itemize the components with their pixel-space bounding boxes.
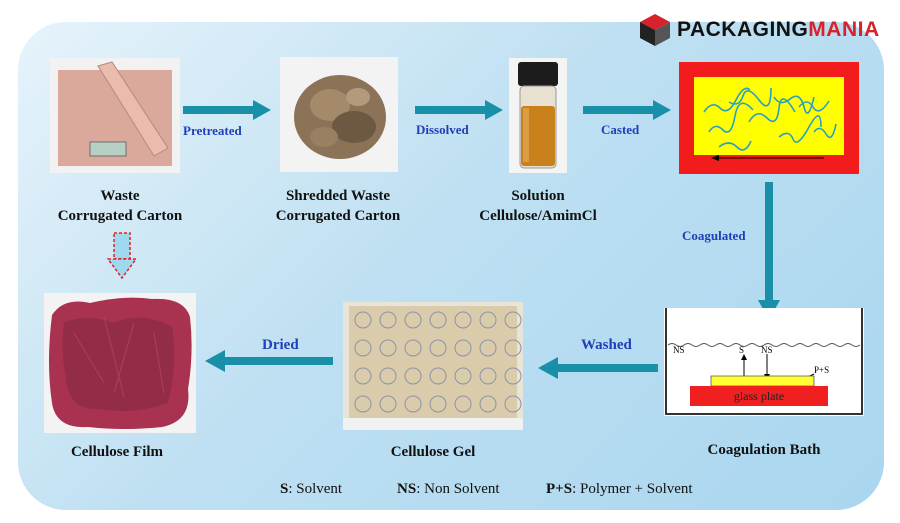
coagulated-arrow (758, 182, 780, 320)
shredded-caption: Shredded Waste Corrugated Carton (258, 186, 418, 226)
bath-ps-label: P+S (814, 365, 830, 375)
brand-name: PACKAGINGMANIA (677, 18, 880, 42)
solution-caption-line2: Cellulose/AmimCl (479, 208, 597, 224)
legend-non-solvent: NS: Non Solvent (397, 481, 500, 498)
waste-caption-line2: Corrugated Carton (57, 208, 183, 224)
cellulose-film-caption: Cellulose Film (70, 444, 164, 460)
legend-ns-value: : Non Solvent (416, 481, 500, 497)
dried-label: Dried (262, 337, 299, 353)
pretreated-arrow (183, 100, 271, 120)
cellulose-gel-image (343, 302, 523, 430)
coagulated-label: Coagulated (682, 228, 746, 243)
brand-logo: PACKAGINGMANIA (637, 12, 880, 48)
bath-glass-plate-label: glass plate (733, 389, 785, 403)
coagulation-bath-diagram (664, 308, 864, 416)
bath-s-label: S (739, 345, 745, 355)
legend-ps-value: : Polymer + Solvent (572, 481, 693, 497)
cellulose-gel-caption: Cellulose Gel (390, 444, 476, 460)
washed-label: Washed (581, 337, 632, 353)
solution-caption: Solution Cellulose/AmimCl (458, 186, 618, 226)
shredded-carton-image (280, 57, 398, 172)
casted-label: Casted (601, 122, 640, 137)
dissolved-arrow (415, 100, 503, 120)
solution-vial-image (509, 58, 567, 173)
legend-ps-key: P+S (546, 481, 573, 497)
solution-caption-line1: Solution (511, 188, 565, 204)
dashed-down-arrow (107, 232, 137, 280)
cube-logo-icon (640, 14, 670, 46)
dissolved-label: Dissolved (416, 122, 469, 137)
brand-part2: MANIA (808, 18, 880, 41)
brand-part1: PACKAGING (677, 18, 809, 41)
legend-polymer-solvent: P+S: Polymer + Solvent (546, 481, 693, 498)
legend-s-value: : Solvent (288, 481, 343, 497)
dried-arrow (205, 350, 333, 372)
legend-solvent: S: Solvent (280, 481, 342, 498)
shredded-caption-line2: Corrugated Carton (275, 208, 401, 224)
legend-s-key: S (280, 481, 289, 497)
pretreated-label: Pretreated (183, 123, 242, 138)
shredded-caption-line1: Shredded Waste (285, 188, 391, 204)
waste-carton-image (50, 58, 180, 173)
waste-caption-line1: Waste (100, 188, 140, 204)
legend-ns-key: NS (397, 481, 417, 497)
bath-ns-right-label: NS (761, 345, 773, 355)
cellulose-film-image (44, 293, 196, 433)
waste-caption: Waste Corrugated Carton (40, 186, 200, 226)
bath-ns-left-label: NS (673, 345, 685, 355)
cast-film-diagram (679, 62, 859, 174)
washed-arrow (538, 357, 658, 379)
coagulation-bath-caption: Coagulation Bath (707, 442, 821, 458)
casted-arrow (583, 100, 671, 120)
